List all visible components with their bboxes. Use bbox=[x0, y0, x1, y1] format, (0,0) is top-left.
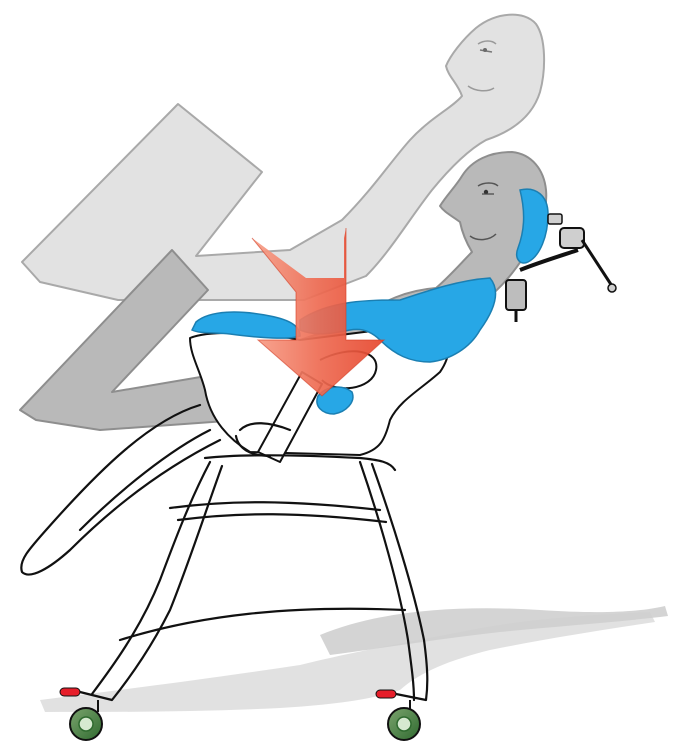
ground-shadow bbox=[40, 606, 668, 712]
